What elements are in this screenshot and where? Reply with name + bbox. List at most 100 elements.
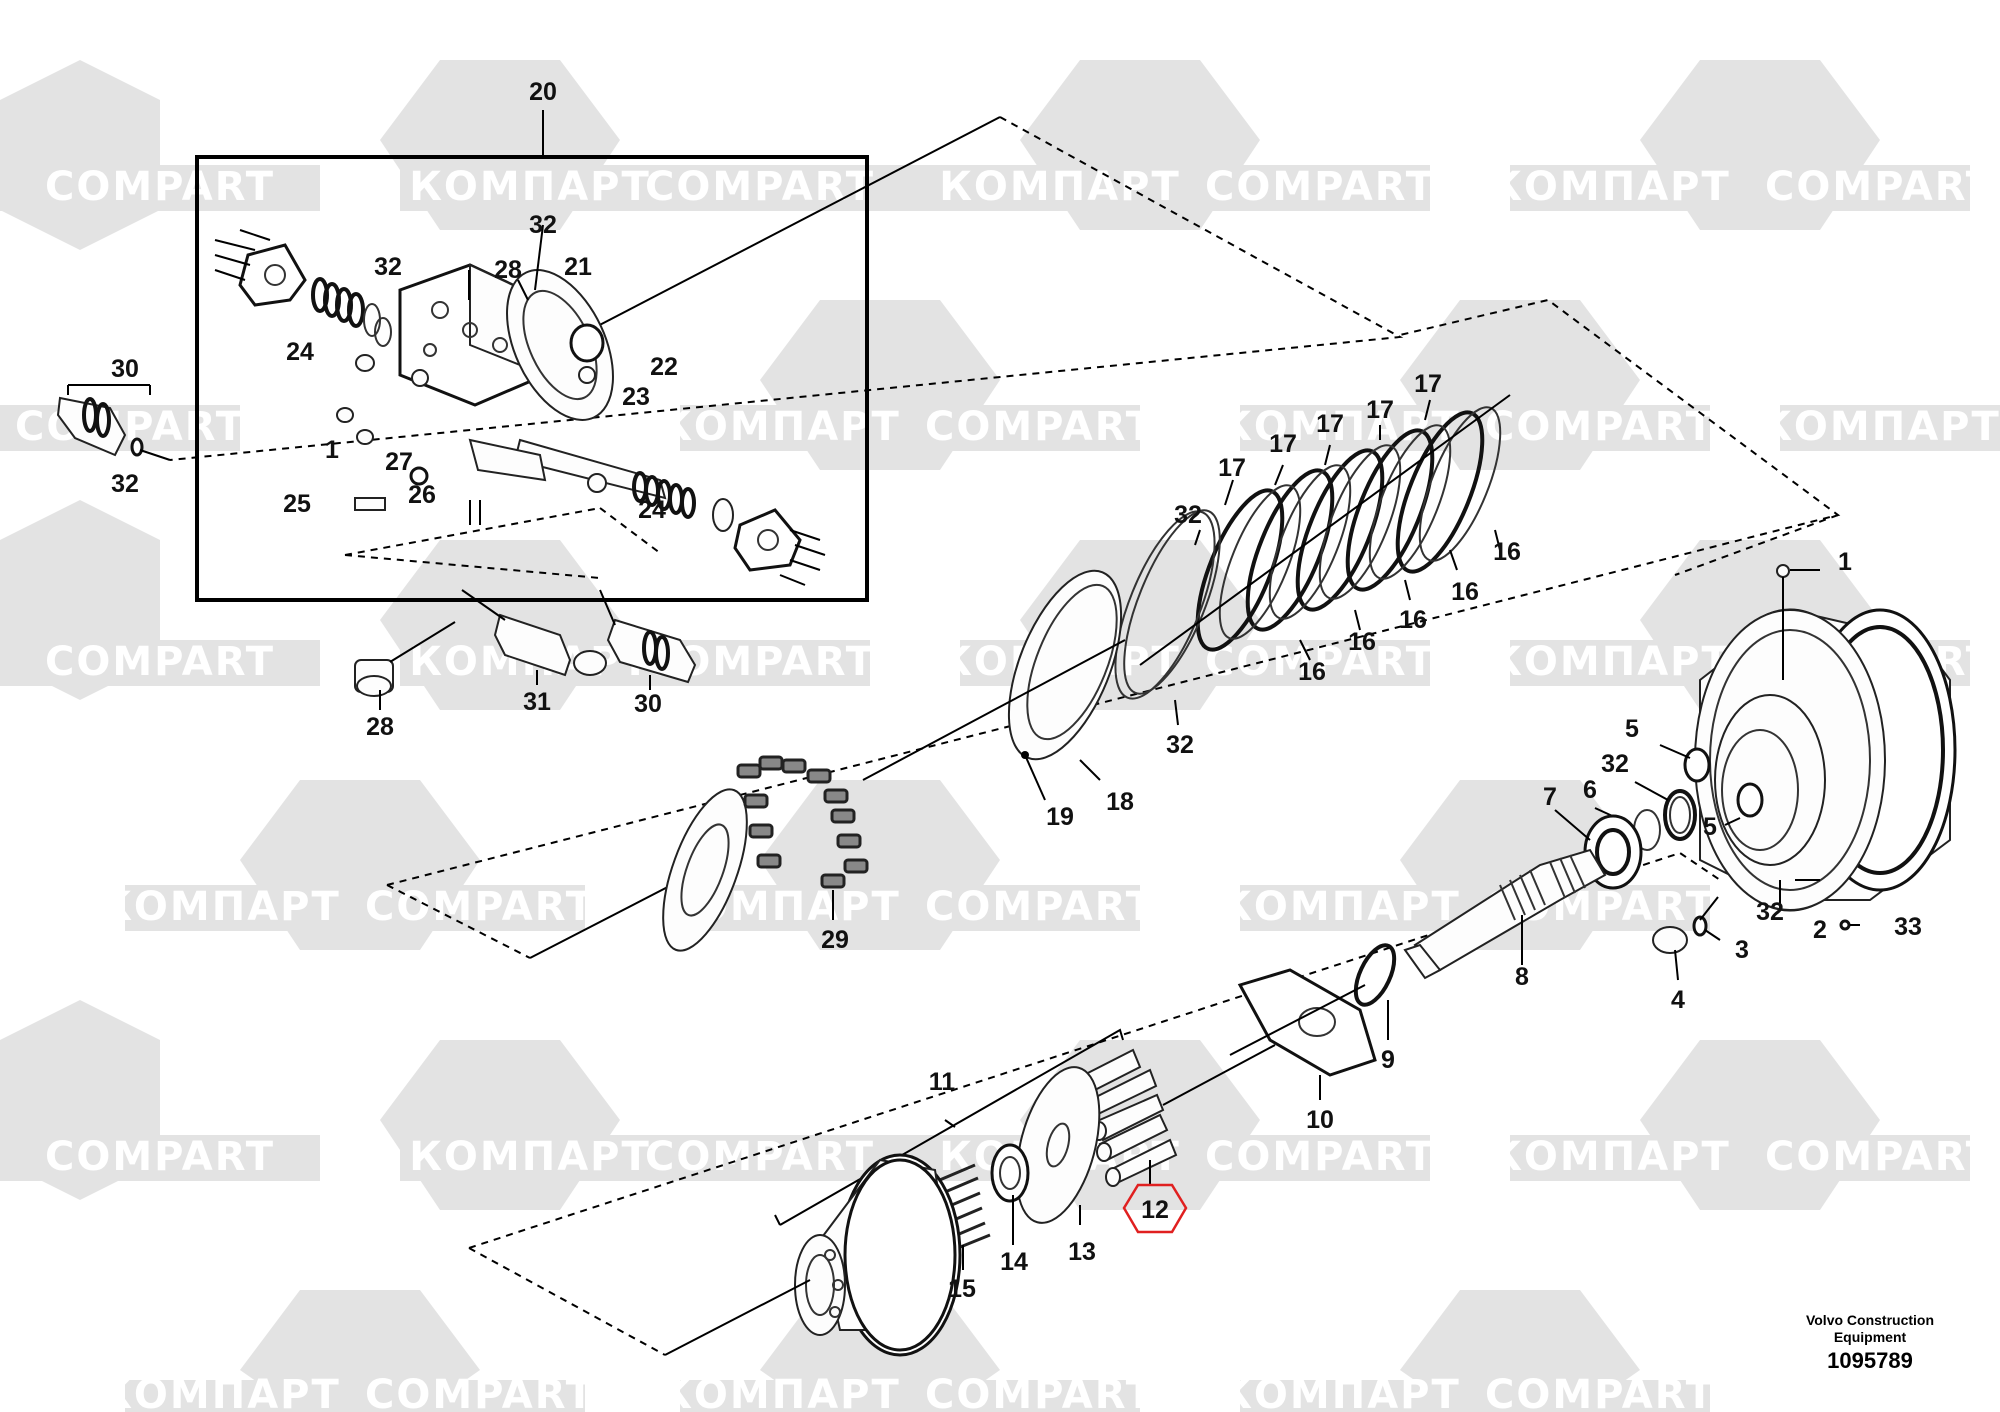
callout-31: 31	[523, 688, 551, 716]
watermark-text: КОМПАРТ	[659, 404, 901, 450]
watermark-text: COMPART	[1765, 164, 1995, 210]
watermark-text: COMPART	[1205, 164, 1435, 210]
watermark-text: COMPART	[1485, 1372, 1715, 1412]
manufacturer-line-2: Equipment	[1833, 1329, 1907, 1345]
callout-5: 5	[1625, 715, 1639, 743]
watermark-text: COMPART	[45, 639, 275, 685]
rotating-group	[664, 1028, 1276, 1357]
callout-32: 32	[374, 253, 402, 281]
callout-16: 16	[1451, 578, 1479, 606]
cartridge-parts	[56, 384, 697, 710]
watermark-text: COMPART	[45, 1134, 275, 1180]
callout-30: 30	[634, 690, 662, 718]
callout-7: 7	[1543, 783, 1557, 811]
callout-32: 32	[1601, 750, 1629, 778]
callout-26: 26	[408, 481, 436, 509]
housing-2	[1694, 564, 1957, 931]
watermark-text: COMPART	[1485, 404, 1715, 450]
callout-1: 1	[1838, 548, 1852, 576]
watermark-text: COMPART	[365, 1372, 595, 1412]
callout-8: 8	[1515, 963, 1529, 991]
callout-32: 32	[1166, 731, 1194, 759]
watermark-text: КОМПАРТ	[659, 1372, 901, 1412]
callout-4: 4	[1671, 986, 1685, 1014]
callout-16: 16	[1298, 658, 1326, 686]
callout-30: 30	[111, 355, 139, 383]
watermark-text: КОМПАРТ	[1759, 404, 2000, 450]
callout-12: 12	[1141, 1196, 1169, 1224]
callout-17: 17	[1316, 410, 1344, 438]
callout-32: 32	[1174, 501, 1202, 529]
callout-32: 32	[1756, 898, 1784, 926]
shaft-and-bearings	[1229, 744, 1764, 1100]
callout-14: 14	[1000, 1248, 1028, 1276]
callout-20: 20	[529, 78, 557, 106]
brake-plate-stack	[1007, 394, 1511, 801]
springs-29	[529, 639, 1126, 959]
watermark-text: КОМПАРТ	[409, 1134, 651, 1180]
watermark-text: КОМПАРТ	[1489, 639, 1731, 685]
callout-17: 17	[1218, 454, 1246, 482]
watermark-text: COMPART	[645, 164, 875, 210]
watermark-text: КОМПАРТ	[1489, 1134, 1731, 1180]
callout-18: 18	[1106, 788, 1134, 816]
manufacturer-line-1: Volvo Construction	[1805, 1312, 1935, 1328]
callout-17: 17	[1366, 396, 1394, 424]
spring-upper	[311, 277, 392, 347]
callout-27: 27	[385, 448, 413, 476]
callout-29: 29	[821, 926, 849, 954]
watermark-text: COMPART	[925, 404, 1155, 450]
watermark-text: КОМПАРТ	[409, 164, 651, 210]
watermark-text: COMPART	[1205, 639, 1435, 685]
watermark-text: COMPART	[15, 404, 245, 450]
watermark-text: COMPART	[925, 1372, 1155, 1412]
watermark-text: COMPART	[45, 164, 275, 210]
callout-24: 24	[286, 338, 314, 366]
watermark-text: КОМПАРТ	[939, 164, 1181, 210]
callout-24: 24	[638, 496, 666, 524]
callout-25: 25	[283, 490, 311, 518]
callout-11: 11	[929, 1068, 956, 1096]
callout-3: 3	[1735, 936, 1749, 964]
drawing-number: 1095789	[1827, 1348, 1913, 1373]
callout-22: 22	[650, 353, 678, 381]
watermark-text: КОМПАРТ	[99, 1372, 341, 1412]
subassembly-20-box	[195, 110, 1001, 602]
watermark-text: КОМПАРТ	[1489, 164, 1731, 210]
callout-23: 23	[622, 383, 650, 411]
callout-15: 15	[948, 1275, 976, 1303]
watermark-text: COMPART	[1765, 1134, 1995, 1180]
watermark-text: COMPART	[925, 884, 1155, 930]
callout-17: 17	[1414, 370, 1442, 398]
watermark-text: КОМПАРТ	[1219, 884, 1461, 930]
highlight-marker-12	[1122, 1183, 1188, 1234]
callout-33: 33	[1894, 913, 1922, 941]
shaft-splines	[1499, 854, 1586, 921]
callout-28: 28	[366, 713, 394, 741]
watermark-text: COMPART	[645, 1134, 875, 1180]
callout-5: 5	[1703, 813, 1717, 841]
callout-32: 32	[529, 211, 557, 239]
callout-6: 6	[1583, 776, 1597, 804]
watermark-text: COMPART	[365, 884, 595, 930]
watermark-text: КОМПАРТ	[1219, 404, 1461, 450]
callout-9: 9	[1381, 1046, 1395, 1074]
watermark-text: КОМПАРТ	[99, 884, 341, 930]
callout-2: 2	[1813, 916, 1827, 944]
callout-13: 13	[1068, 1238, 1096, 1266]
callout-19: 19	[1046, 803, 1074, 831]
callout-17: 17	[1269, 430, 1297, 458]
callout-21: 21	[564, 253, 592, 281]
callout-16: 16	[1493, 538, 1521, 566]
callout-28: 28	[494, 256, 522, 284]
callout-32: 32	[111, 470, 139, 498]
callout-1: 1	[325, 436, 339, 464]
watermark-text: КОМПАРТ	[1219, 1372, 1461, 1412]
callout-10: 10	[1306, 1106, 1334, 1134]
manufacturer-credit: Volvo Construction Equipment	[1795, 1312, 1945, 1346]
callout-16: 16	[1399, 606, 1427, 634]
watermark-text: COMPART	[1205, 1134, 1435, 1180]
callout-16: 16	[1348, 628, 1376, 656]
